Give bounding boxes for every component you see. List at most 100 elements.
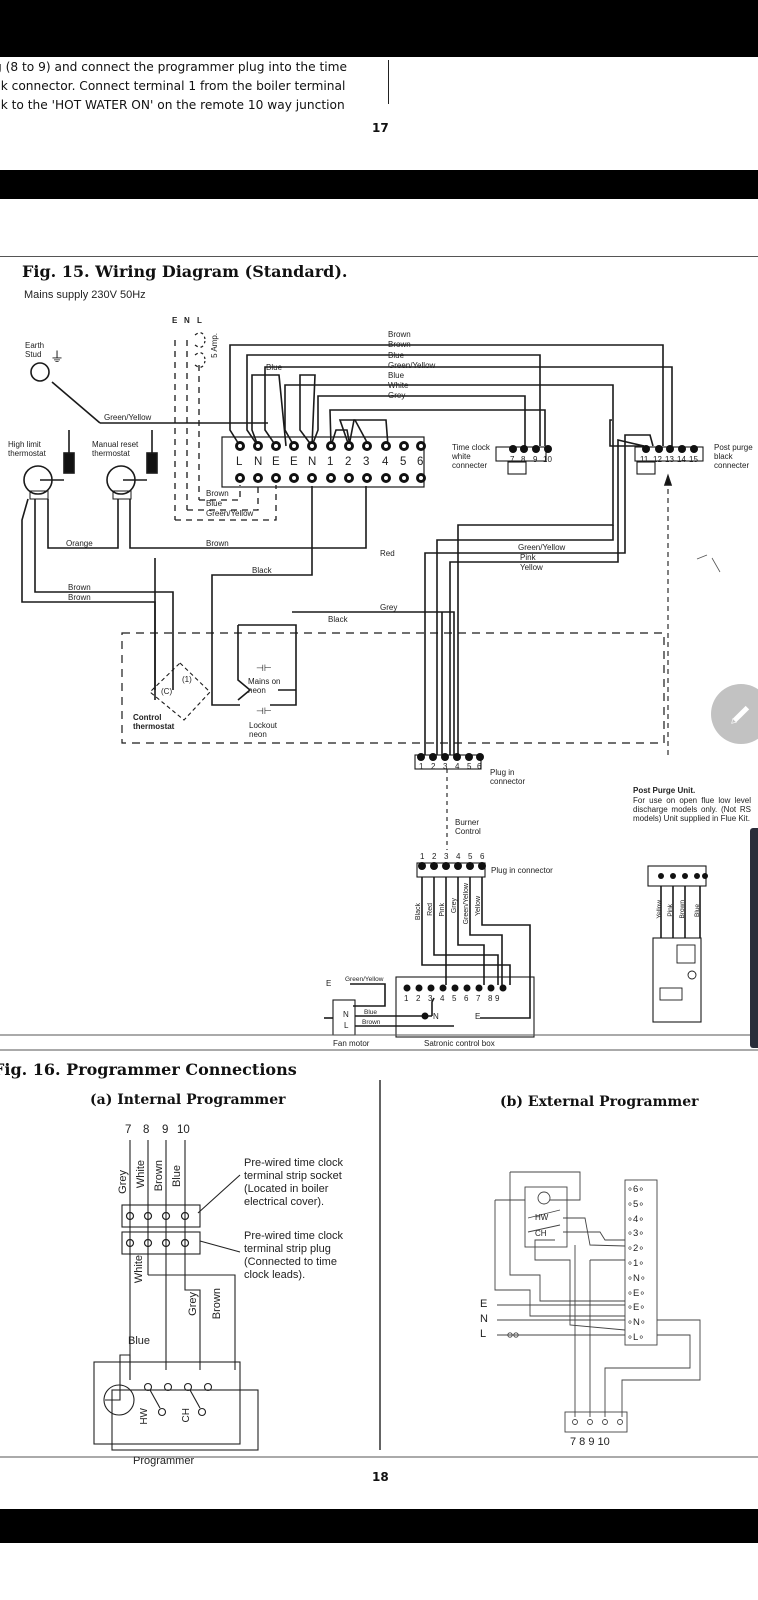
control-thermostat-label: Control thermostat [133,713,175,731]
plug-in-connector-top-label: Plug in connector [490,768,526,786]
junction-terminal: ∘2∘ [627,1243,645,1255]
top-rule [0,256,758,257]
ch-label: CH [181,1408,192,1423]
post-purge-connector-label: Post purge black connecter [714,443,753,470]
fig15-title: Fig. 15. Wiring Diagram (Standard). [22,262,348,281]
terminal-label: 1 [327,456,334,468]
programmer-label: Programmer [133,1455,195,1467]
internal-wire-label: Blue [171,1165,183,1188]
burner-wire-label: Pink [439,903,446,917]
top-black-bar [0,0,758,57]
burner-wire-label: Grey [451,898,458,914]
terminal-label: 3 [363,456,370,468]
internal-terminal: 9 [162,1124,169,1136]
satronic-terminal: 7 [476,994,481,1003]
fig15-subtitle: Mains supply 230V 50Hz [24,289,146,301]
plug-terminal: 5 [468,852,473,861]
external-ch-label: CH [535,1229,547,1238]
pp-terminal: 15 [689,455,698,464]
plug-terminal: 3 [443,762,448,771]
internal-blue-label: Blue [128,1335,151,1347]
junction-terminal: ∘E∘ [627,1287,646,1299]
ring-icon: ∘ [627,1184,633,1195]
supply-label-e: E [172,316,178,325]
junction-terminal: ∘N∘ [627,1272,646,1284]
supply-wire-brown: Brown [206,489,229,498]
internal-white-label: White [133,1255,145,1284]
junction-terminal: ∘4∘ [627,1213,645,1225]
internal-brown-label: Brown [211,1288,223,1320]
satronic-terminal: 9 [495,994,500,1003]
brown-label: Brown [206,539,229,548]
tc-terminal: 8 [521,455,526,464]
terminal-label: 2 [345,456,352,468]
page-17-fragment [0,57,758,167]
pp-terminal: 12 [653,455,662,464]
black-label-1: Black [252,566,272,575]
burner-wire-label: Green/Yellow [463,883,470,925]
wire-label-top: Green/Yellow [388,361,436,370]
neon-icon: ⊣⊢ [256,706,272,716]
ct-terminal-c: (C) [161,687,173,696]
post-purge-unit-text: For use on open flue low level discharge… [633,796,751,823]
wire-label-top: Blue [388,371,405,380]
satronic-n-label: N [433,1012,439,1021]
plug-note: Pre-wired time clock terminal strip plug… [244,1230,344,1281]
plug-terminal: 6 [480,852,485,861]
terminal-label: N [254,456,263,468]
bottom-black-bar [0,1509,758,1543]
fan-l-label: L [344,1021,349,1030]
red-label: Red [380,549,395,558]
internal-wire-label: Brown [153,1160,165,1192]
plug-in-connector-bottom-label: Plug in connector [491,866,553,875]
ct-terminal-1: (1) [182,675,192,684]
fan-brown-label: Brown [362,1019,381,1026]
burner-control-label: Burner Control [455,818,481,836]
satronic-e-label: E [475,1012,481,1021]
ppu-wire-label: Blue [694,904,701,918]
satronic-terminal: 5 [452,994,457,1003]
fan-blue-label: Blue [364,1009,378,1016]
wire-label-top: Brown [388,330,411,339]
external-bottom-terminals: 7 8 9 10 [570,1436,610,1448]
main-terminal-labels: L N E E N 1 2 3 4 5 6 [234,456,434,470]
pp-terminal: 13 [665,455,674,464]
internal-terminal: 7 [125,1124,132,1136]
pp-terminal: 14 [677,455,686,464]
satronic-terminal: 1 [404,994,409,1003]
pencil-icon [731,705,750,724]
external-supply-e: E [480,1298,488,1310]
internal-terminal: 8 [143,1124,150,1136]
wire-label-top: White [388,381,409,390]
wire-label-top: Brown [388,340,411,349]
satronic-terminal: 3 [428,994,433,1003]
orange-label: Orange [66,539,93,548]
internal-programmer-title: (a) Internal Programmer [90,1092,286,1108]
lockout-neon-label: Lockout neon [249,721,278,739]
internal-grey-label: Grey [187,1292,199,1316]
high-limit-thermostat-label: High limit thermostat [8,440,46,458]
page-number-17: 17 [372,121,389,135]
earth-icon: ⏚ [50,349,64,365]
body-line: ck to the 'HOT WATER ON' on the remote 1… [0,98,345,112]
wire-label-top: Grey [388,391,406,400]
mains-on-neon-label: Mains on neon [248,677,281,695]
middle-black-bar [0,170,758,199]
junction-terminal: ∘L∘ [627,1331,645,1343]
satronic-terminal: 8 [488,994,493,1003]
external-supply-n: N [480,1313,488,1325]
fig16-title: Fig. 16. Programmer Connections [0,1060,297,1079]
wire-label-top: Blue [388,351,405,360]
scrollbar-thumb[interactable] [750,828,758,1048]
satronic-box-label: Satronic control box [424,1039,495,1048]
edit-fab-button[interactable] [711,684,758,744]
plug-terminal: 2 [432,852,437,861]
body-line: ck connector. Connect terminal 1 from th… [0,79,346,93]
junction-terminal: ∘6∘ [627,1184,645,1195]
burner-wire-label: Yellow [475,896,482,916]
terminal-label: 5 [400,456,407,468]
pp-terminal: 11 [640,455,649,464]
body-line: g (8 to 9) and connect the programmer pl… [0,60,347,74]
plug-terminal: 4 [455,762,460,771]
